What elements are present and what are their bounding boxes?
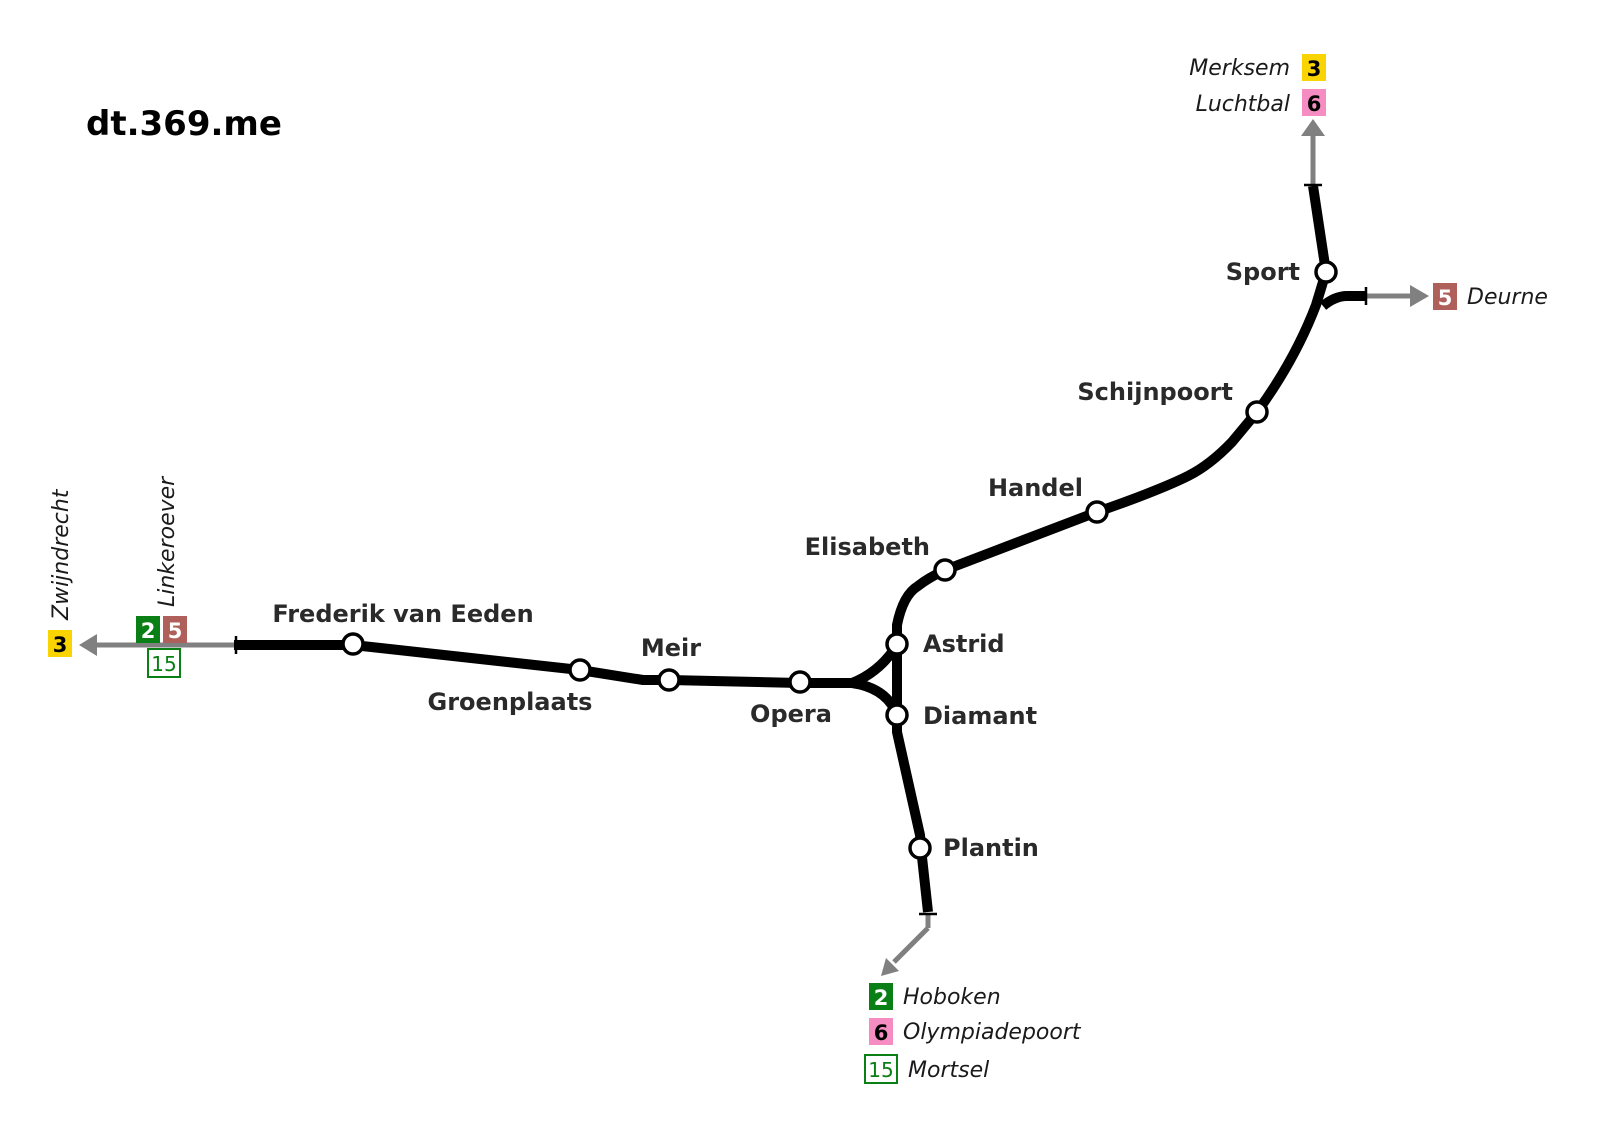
station-meir[interactable] <box>657 668 681 692</box>
station-astrid[interactable] <box>885 632 909 656</box>
line-3-badge-west-text: 3 <box>53 633 68 657</box>
line-6-badge-text: 6 <box>1307 92 1322 116</box>
continuation-stubs <box>79 119 1429 976</box>
label-plantin: Plantin <box>943 834 1039 862</box>
line-5-badge <box>1433 283 1457 310</box>
line-6-badge-south <box>869 1018 893 1045</box>
terminal-east: 5 Deurne <box>1433 283 1548 310</box>
label-sport: Sport <box>1226 258 1300 286</box>
dest-olympiadepoort: Olympiadepoort <box>903 1020 1082 1045</box>
track-network <box>234 185 1366 913</box>
dest-linkeroever: Linkeroever <box>155 475 180 607</box>
line-5-badge-west-text: 5 <box>168 619 183 643</box>
label-elisabeth: Elisabeth <box>805 533 930 561</box>
north-stub <box>1301 119 1325 187</box>
label-opera: Opera <box>750 700 832 728</box>
station-schijnpoort[interactable] <box>1245 400 1269 424</box>
dest-hoboken: Hoboken <box>903 985 1001 1010</box>
label-handel: Handel <box>988 474 1083 502</box>
west-stub <box>79 634 238 656</box>
track-east-branch <box>1319 291 1366 310</box>
track-south-branch <box>892 715 933 913</box>
arrow-down-left-icon <box>881 958 899 976</box>
station-labels: Sport Schijnpoort Handel Elisabeth Astri… <box>272 258 1300 862</box>
station-groenplaats[interactable] <box>568 658 592 682</box>
line-2-badge-west <box>136 616 160 643</box>
line-15-badge-south-text: 15 <box>868 1058 893 1082</box>
line-2-badge-south-text: 2 <box>874 986 889 1010</box>
station-plantin[interactable] <box>908 836 932 860</box>
station-frederik-van-eeden[interactable] <box>341 632 365 656</box>
station-opera[interactable] <box>788 670 812 694</box>
line-15-badge-south <box>864 1054 898 1084</box>
label-astrid: Astrid <box>923 630 1005 658</box>
line-3-badge <box>1302 54 1326 81</box>
label-frederik-van-eeden: Frederik van Eeden <box>272 600 533 628</box>
line-3-badge-text: 3 <box>1307 57 1322 81</box>
dest-merksem: Merksem <box>1189 56 1290 81</box>
line-6-badge <box>1302 89 1326 116</box>
arrow-right-icon <box>1410 285 1429 307</box>
label-groenplaats: Groenplaats <box>428 688 593 716</box>
label-diamant: Diamant <box>923 702 1037 730</box>
station-elisabeth[interactable] <box>933 558 957 582</box>
dest-deurne: Deurne <box>1467 285 1548 310</box>
line-2-badge-south <box>869 983 893 1010</box>
dest-mortsel: Mortsel <box>908 1058 989 1083</box>
line-2-badge-west-text: 2 <box>141 619 156 643</box>
line-15-badge-west <box>147 648 181 678</box>
stations <box>341 260 1338 860</box>
line-5-badge-text: 5 <box>1438 286 1453 310</box>
label-meir: Meir <box>641 634 701 662</box>
line-15-badge-west-text: 15 <box>151 652 176 676</box>
arrow-left-icon <box>79 634 97 656</box>
south-stub <box>881 912 937 976</box>
station-diamant[interactable] <box>885 703 909 727</box>
line-6-badge-south-text: 6 <box>874 1021 889 1045</box>
terminal-north: Merksem 3 Luchtbal 6 <box>1189 54 1326 117</box>
line-3-badge-west <box>48 630 72 657</box>
dest-luchtbal: Luchtbal <box>1196 92 1290 117</box>
watermark-text: dt.369.me <box>86 104 282 144</box>
arrow-up-icon <box>1301 119 1325 136</box>
station-sport[interactable] <box>1314 260 1338 284</box>
terminal-west: 3 Zwijndrecht 2 5 15 Linkeroever <box>48 475 187 678</box>
line-5-badge-west <box>163 616 187 643</box>
station-handel[interactable] <box>1085 500 1109 524</box>
label-schijnpoort: Schijnpoort <box>1077 378 1233 406</box>
terminal-south: 2 Hoboken 6 Olympiadepoort 15 Mortsel <box>864 983 1082 1084</box>
dest-zwijndrecht: Zwijndrecht <box>49 488 74 621</box>
east-stub <box>1364 285 1429 307</box>
